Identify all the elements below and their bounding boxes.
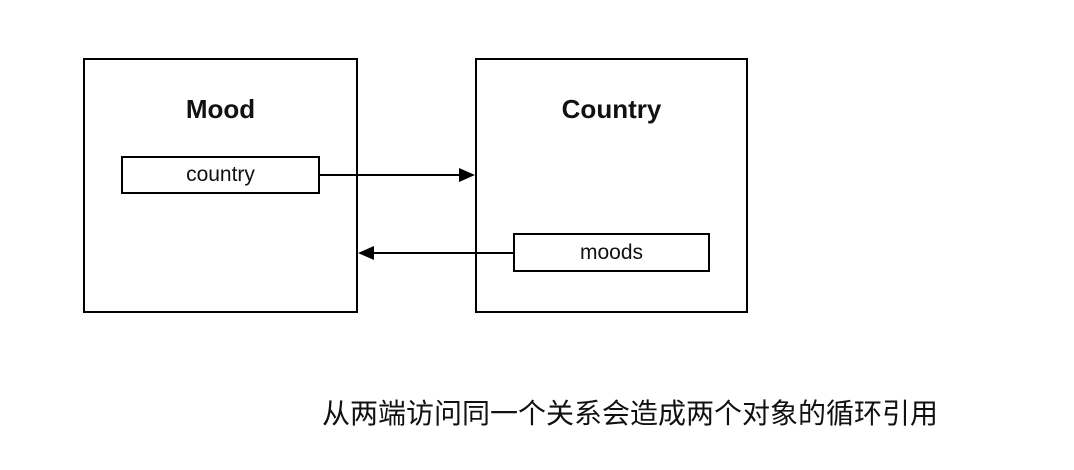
relation-line-country (318, 174, 460, 176)
relation-line-mood (373, 252, 513, 254)
left-arrowhead-icon (358, 246, 374, 260)
country-moods-field: moods (513, 233, 710, 272)
mood-country-field: country (121, 156, 320, 194)
mood-class-title: Mood (185, 94, 256, 124)
right-arrowhead-icon (459, 168, 475, 182)
country-class-title: Country (561, 94, 662, 124)
diagram-caption: 从两端访问同一个关系会造成两个对象的循环引用 (322, 398, 939, 429)
